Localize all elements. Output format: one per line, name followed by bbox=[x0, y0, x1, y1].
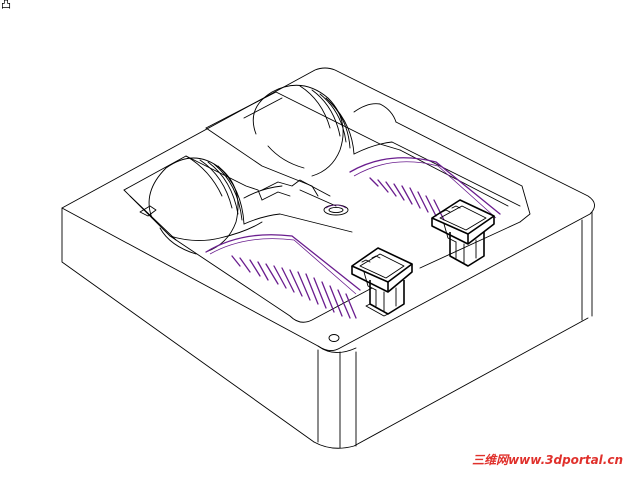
watermark-text: 三维网www.3dportal.cn bbox=[472, 453, 623, 467]
mold-block-outline bbox=[61, 67, 595, 449]
cavity-left bbox=[123, 155, 373, 323]
gate-slot-inner bbox=[328, 206, 344, 214]
cavity-right bbox=[205, 84, 531, 269]
lifter-insert-front bbox=[351, 247, 413, 317]
corner-label: 凸 bbox=[1, 0, 11, 11]
gate-slot-outer bbox=[323, 204, 349, 216]
center-ridge bbox=[261, 179, 349, 216]
lifter-insert-back bbox=[431, 199, 495, 267]
